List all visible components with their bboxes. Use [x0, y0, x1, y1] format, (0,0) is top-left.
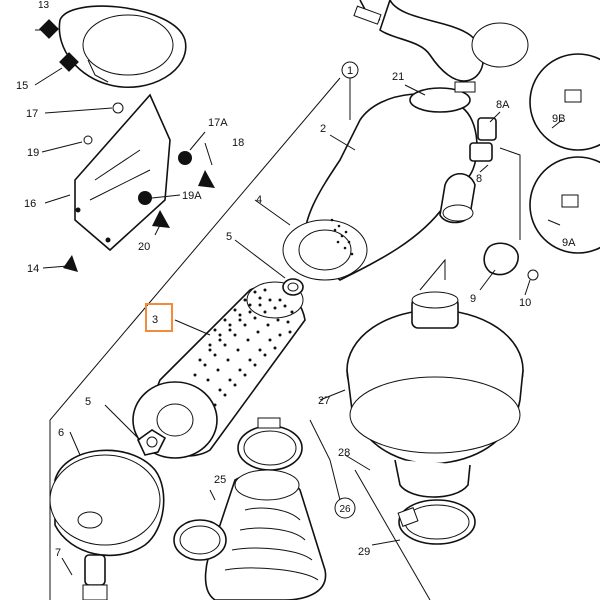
label-9a: 9A [562, 237, 576, 249]
label-6: 6 [58, 427, 64, 439]
callout-1-circle [341, 61, 359, 79]
label-9b: 9B [552, 113, 565, 125]
marker-18 [198, 170, 215, 188]
label-20: 20 [138, 241, 150, 253]
mounting-bracket-assembly [58, 5, 187, 252]
inner-filter-perforations [330, 218, 354, 256]
marker-20 [152, 210, 170, 228]
label-25: 25 [214, 474, 226, 486]
primary-filter-perforations [193, 288, 294, 407]
label-26: 26 [339, 504, 351, 515]
dust-bowl [346, 291, 524, 498]
label-27: 27 [318, 395, 330, 407]
label-9: 9 [470, 293, 476, 305]
marker-13 [39, 19, 59, 39]
sealing-ring [282, 278, 304, 296]
hose-clamp-ring [237, 417, 303, 471]
label-17: 17 [26, 108, 38, 120]
label-5a: 5 [226, 231, 232, 243]
label-1: 1 [347, 65, 353, 77]
part-labels: 1 2 3 4 5 5 6 7 8 8A 9 9A 9B 10 13 14 15… [16, 0, 576, 559]
label-29: 29 [358, 546, 370, 558]
label-2: 2 [320, 123, 326, 135]
wing-nut [136, 429, 167, 456]
marker-17a [178, 151, 192, 165]
label-5b: 5 [85, 396, 91, 408]
label-21: 21 [392, 71, 404, 83]
band-clamp [397, 499, 476, 545]
label-8: 8 [476, 173, 482, 185]
label-14: 14 [27, 263, 39, 275]
label-7: 7 [55, 547, 61, 559]
label-8a: 8A [496, 99, 510, 111]
label-28: 28 [338, 447, 350, 459]
elbow-hose [353, 0, 529, 82]
label-3: 3 [152, 314, 158, 326]
lower-hose [173, 469, 327, 600]
highlight-box-3 [145, 303, 173, 332]
air-cleaner-housing [282, 81, 478, 281]
label-10: 10 [519, 297, 531, 309]
label-16: 16 [24, 198, 36, 210]
leader-lines [34, 29, 563, 600]
label-17a: 17A [208, 117, 228, 129]
switch-components [469, 53, 600, 281]
label-18: 18 [232, 137, 244, 149]
label-4: 4 [256, 194, 262, 206]
marker-14 [63, 255, 78, 272]
marker-19a [138, 191, 152, 205]
label-19: 19 [27, 147, 39, 159]
callout-26-circle [334, 497, 356, 519]
label-15: 15 [16, 80, 28, 92]
label-13: 13 [38, 0, 50, 11]
end-cap [49, 449, 165, 600]
label-19a: 19A [182, 190, 202, 202]
marker-15 [59, 52, 79, 72]
